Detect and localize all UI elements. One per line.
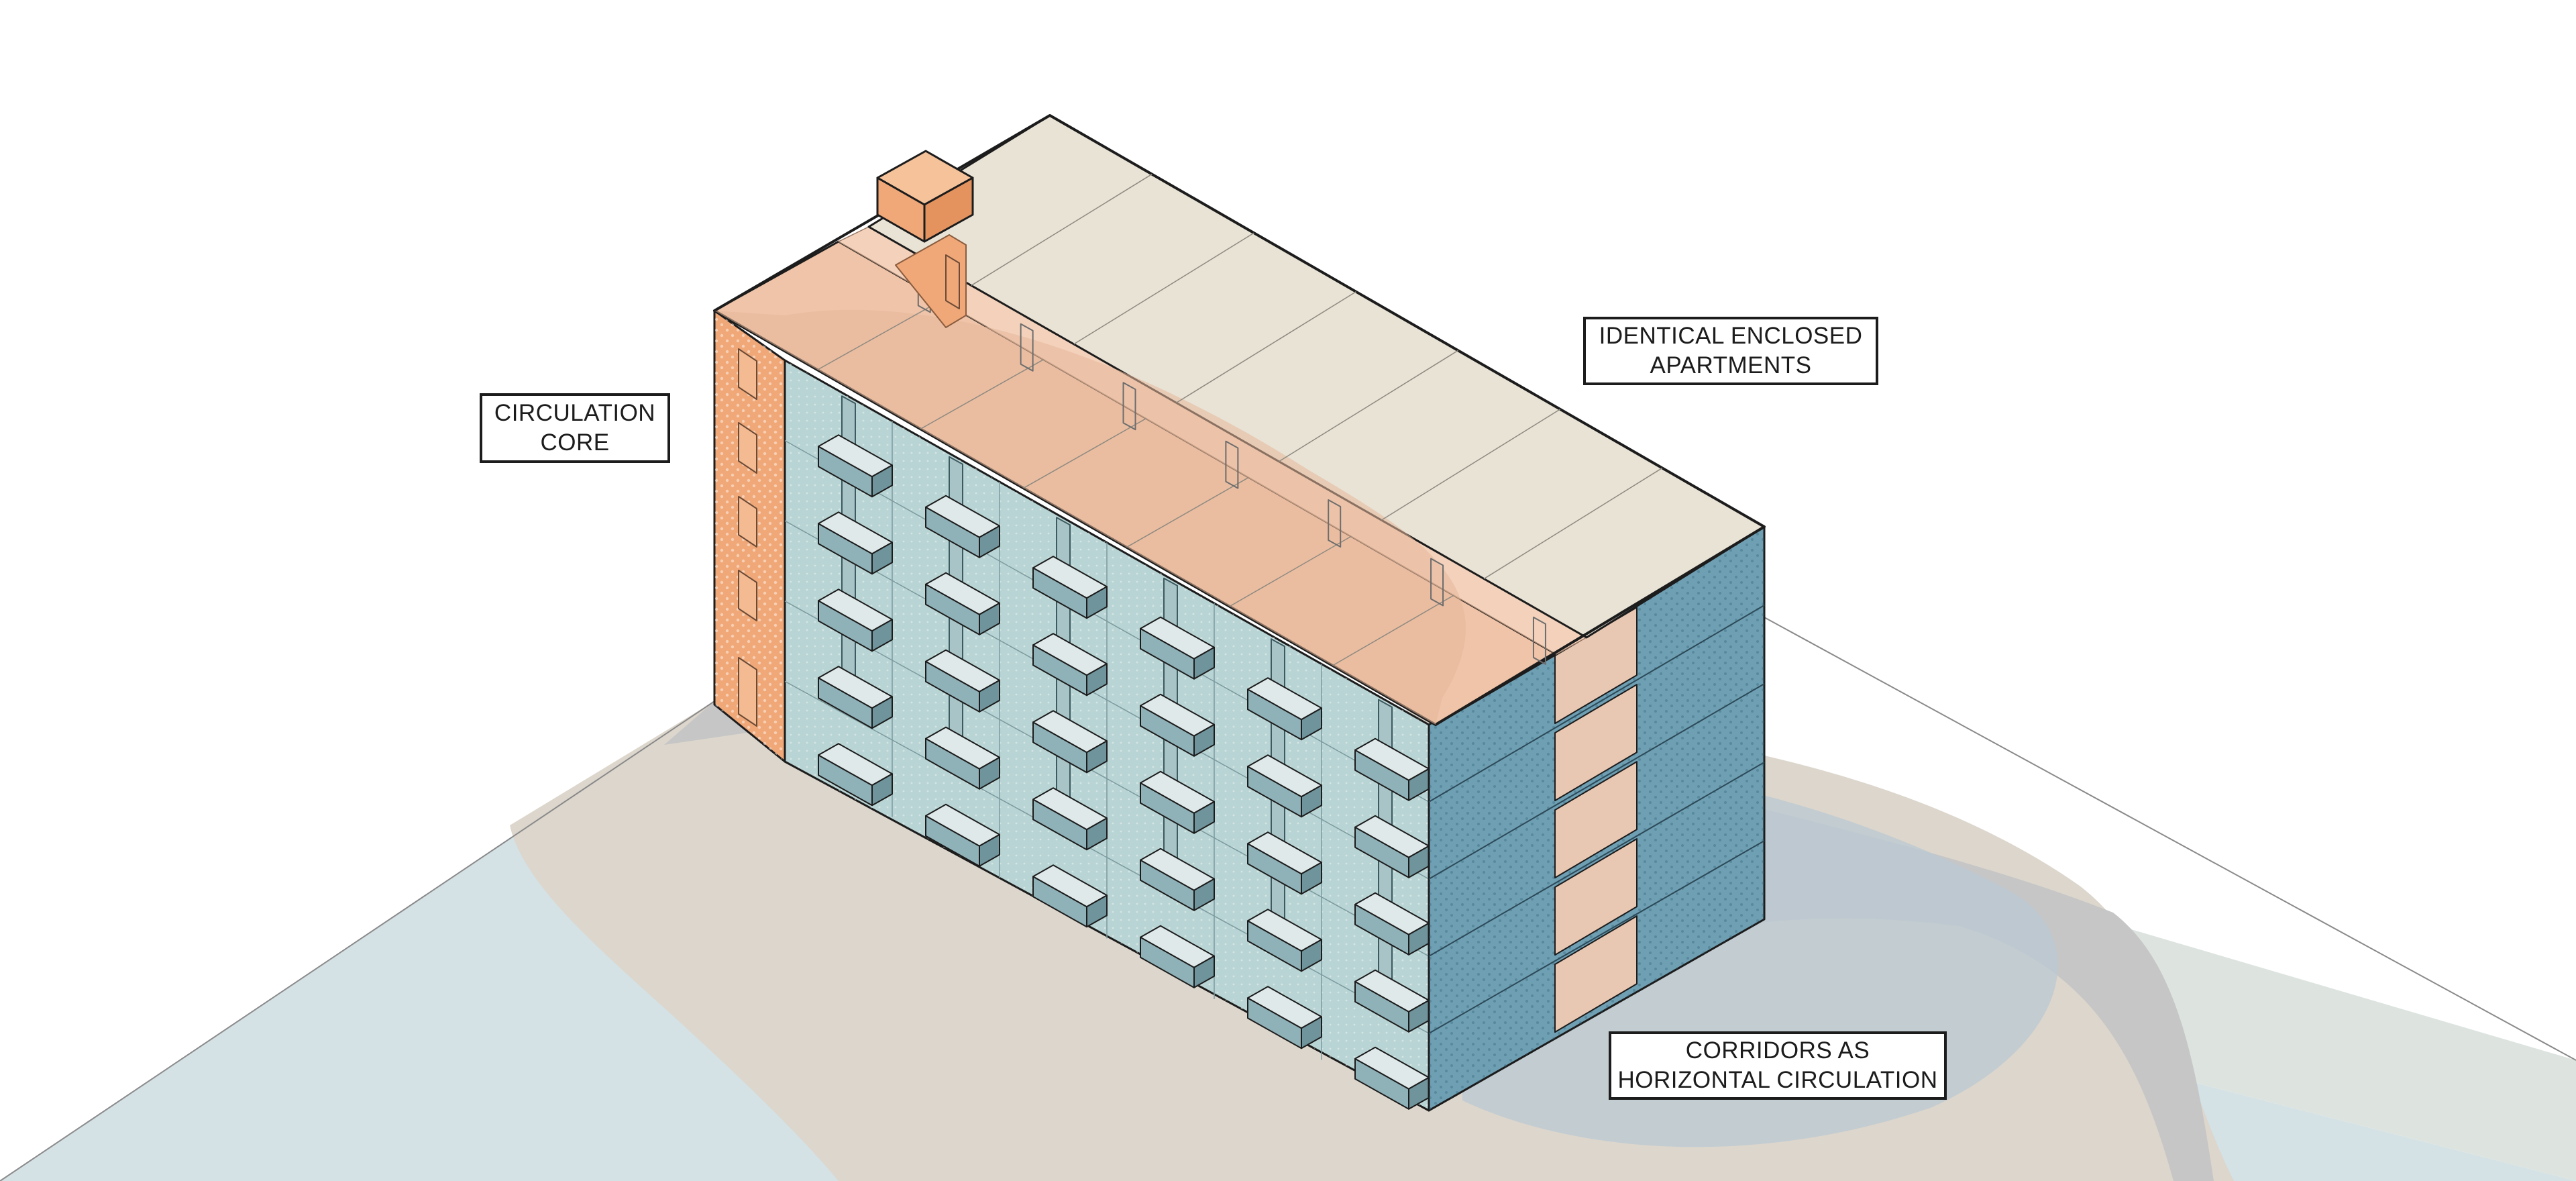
core-door <box>738 657 757 727</box>
apartment-door <box>1328 499 1342 548</box>
balcony <box>1140 925 1215 988</box>
balcony <box>1032 864 1108 928</box>
balcony <box>1140 770 1215 834</box>
balcony <box>1140 616 1215 680</box>
apartment-door <box>1532 616 1546 665</box>
roof-module-line <box>1126 476 1249 548</box>
roof-module-line <box>1332 595 1454 666</box>
balcony <box>1354 892 1430 956</box>
balcony <box>925 726 1000 790</box>
balcony <box>925 803 1000 867</box>
roof-module-line <box>1176 291 1356 403</box>
roof-shading <box>714 309 1466 725</box>
balcony <box>1354 969 1430 1033</box>
core-window <box>738 348 757 400</box>
balcony <box>818 588 893 652</box>
ground-edge-left <box>0 701 715 1181</box>
end-floor-line <box>1428 762 1765 957</box>
roof-module-line <box>971 173 1152 287</box>
corridor-opening <box>1554 915 1638 1033</box>
apartment-door <box>1225 440 1239 489</box>
callout-circulation-core: CIRCULATION CORE <box>480 393 670 463</box>
callout-corridors-line1: CORRIDORS AS <box>1685 1037 1870 1064</box>
callout-corridors-line2: HORIZONTAL CIRCULATION <box>1617 1067 1938 1093</box>
roof-module-line <box>920 359 1044 429</box>
balcony <box>818 511 893 575</box>
balcony <box>818 666 893 729</box>
balcony <box>1354 737 1430 801</box>
corridor-opening <box>1554 761 1638 879</box>
balcony <box>1354 1046 1430 1110</box>
balcony <box>1247 986 1322 1049</box>
stair-landing <box>895 234 967 328</box>
end-floor-line <box>1428 605 1765 803</box>
building <box>713 114 1766 1112</box>
apartment-door <box>1430 558 1444 607</box>
apartment-door <box>1020 323 1034 372</box>
balcony <box>1247 677 1322 741</box>
balcony <box>1140 693 1215 757</box>
roof-module-line <box>1229 535 1352 607</box>
roof-module-line <box>1073 232 1254 345</box>
corridor-openings <box>1554 607 1638 1033</box>
roof-module-line <box>1279 350 1458 462</box>
balcony <box>818 434 893 498</box>
core-window <box>738 496 757 548</box>
balcony <box>1140 848 1215 911</box>
end-floor-line <box>1428 683 1765 880</box>
balcony <box>1247 831 1322 895</box>
apartment-door <box>1122 382 1136 431</box>
callout-circulation-core-line1: CIRCULATION <box>494 400 656 426</box>
core-window <box>738 422 757 474</box>
balcony <box>1032 710 1108 774</box>
balcony <box>1032 787 1108 851</box>
end-floor-line <box>1428 840 1765 1034</box>
balcony <box>1032 556 1108 619</box>
callout-corridors: CORRIDORS AS HORIZONTAL CIRCULATION <box>1609 1031 1947 1100</box>
stair-door <box>945 254 960 309</box>
balcony <box>925 649 1000 713</box>
roof-module-lines <box>817 173 1663 666</box>
corridor-opening <box>1554 838 1638 956</box>
core-windows <box>738 348 757 727</box>
balcony <box>1247 909 1322 972</box>
corridor-opening <box>1554 684 1638 802</box>
roof-module-line <box>1381 409 1561 521</box>
stair-penthouse <box>876 150 974 243</box>
balcony <box>818 743 893 807</box>
roof-module-line <box>1023 417 1146 489</box>
balcony <box>925 572 1000 635</box>
roof-module-line <box>1483 467 1663 580</box>
balcony <box>1247 754 1322 818</box>
callout-apartments-line1: IDENTICAL ENCLOSED <box>1599 323 1863 349</box>
core-window <box>738 570 757 621</box>
balcony <box>1032 633 1108 697</box>
callout-apartments-line2: APARTMENTS <box>1650 352 1812 378</box>
ground-edge-right <box>1764 617 2576 1061</box>
balcony <box>925 495 1000 558</box>
callout-apartments: IDENTICAL ENCLOSED APARTMENTS <box>1583 317 1878 385</box>
balconies <box>818 395 1430 1110</box>
end-floor-lines <box>1428 605 1765 1034</box>
roof-module-line <box>817 300 942 370</box>
callout-circulation-core-line2: CORE <box>540 429 610 456</box>
